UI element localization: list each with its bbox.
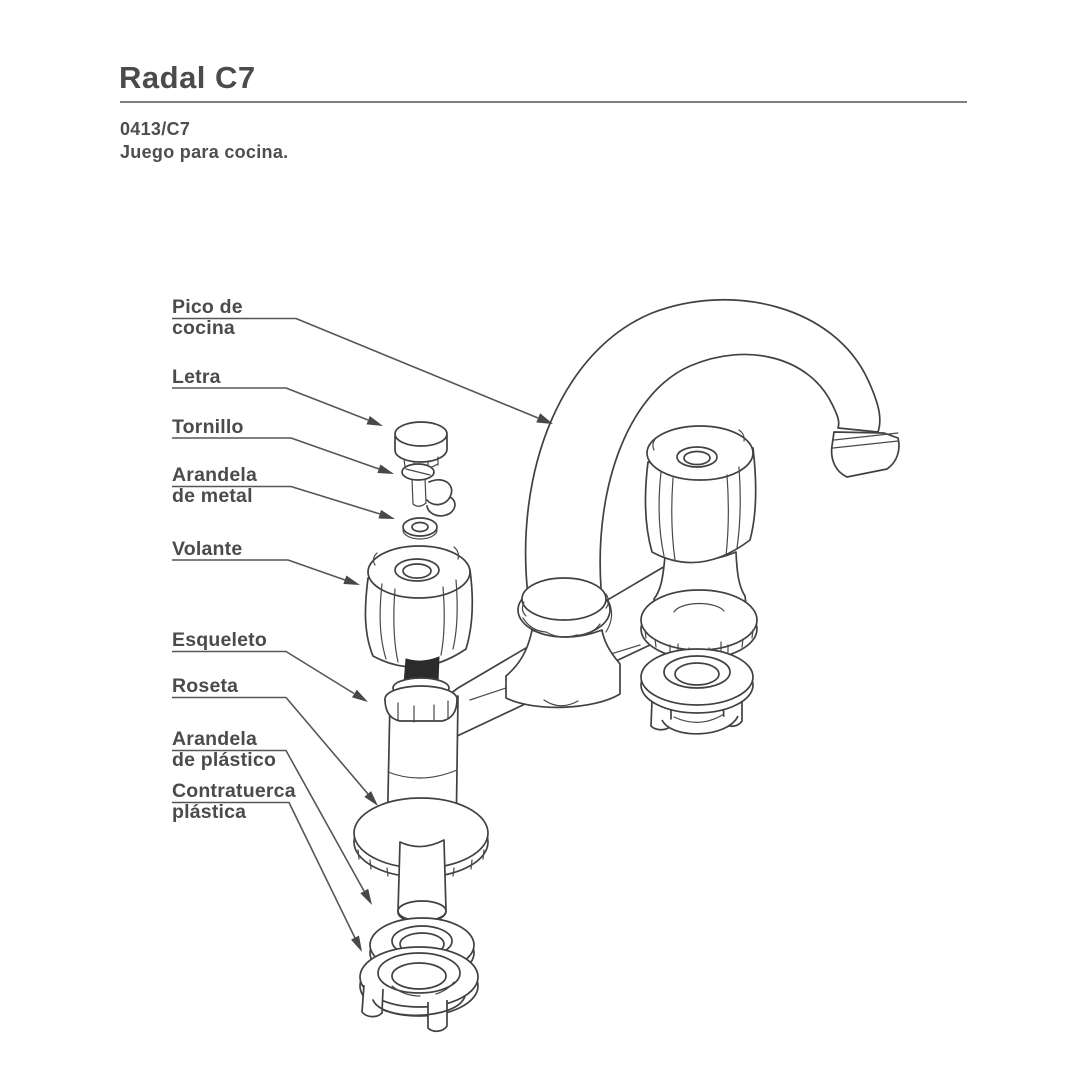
label-contratuerca-line1: Contratuerca [172,780,296,802]
arrowhead-volante [343,575,360,585]
arrowhead-esqueleto [352,689,368,702]
arrowhead-roseta [364,791,378,806]
part-labels: Pico de cocina Letra Tornillo Arandela d… [172,296,296,823]
label-roseta: Roseta [172,675,238,697]
label-tornillo: Tornillo [172,416,244,438]
volante-right-part [644,425,757,616]
roseta-right-part [640,589,758,660]
leader-contratuerca [172,801,356,939]
label-pico-line1: Pico de [172,296,243,318]
volante-left-part [364,545,474,668]
label-arandela-metal-line2: de metal [172,485,253,507]
right-mounting-hardware-part [640,641,754,735]
label-arandela-metal-line1: Arandela [172,464,257,486]
letra-part [394,421,448,471]
leader-roseta [172,696,369,795]
arandela-metal-part [402,517,438,540]
product-code: 0413/C7 [120,119,191,139]
arrowhead-contratuerca [351,935,362,952]
arrowhead-arandela-plastico [360,888,372,905]
label-letra: Letra [172,366,221,388]
leader-lines [172,317,553,952]
leader-volante [172,559,346,581]
leader-esqueleto [172,650,355,695]
spout-part [524,298,900,597]
left-shank-part [397,839,447,923]
leader-pico [172,317,539,419]
spout-mount-collar-part [505,577,621,709]
label-esqueleto: Esqueleto [172,629,267,651]
arrowhead-arandela-metal [378,509,395,519]
product-subtitle: Juego para cocina. [120,142,289,162]
label-arandela-plastico-line1: Arandela [172,728,257,750]
label-pico-line2: cocina [172,317,235,339]
leader-tornillo [172,437,380,470]
contratuerca-part [359,946,479,1032]
arrowhead-letra [366,416,383,426]
label-volante: Volante [172,538,242,560]
roseta-left-part [353,797,489,881]
tornillo-part [401,463,456,517]
page-title: Radal C7 [119,60,256,95]
arrowhead-pico [536,413,553,424]
header-divider [120,101,967,103]
leader-arandela-metal [172,485,381,515]
arrowhead-tornillo [377,464,394,474]
leader-arandela-plastico [172,749,365,892]
leader-letra [172,387,369,421]
left-cartridge-stem-part [384,656,458,723]
label-arandela-plastico-line2: de plástico [172,749,276,771]
label-contratuerca-line2: plástica [172,801,246,823]
